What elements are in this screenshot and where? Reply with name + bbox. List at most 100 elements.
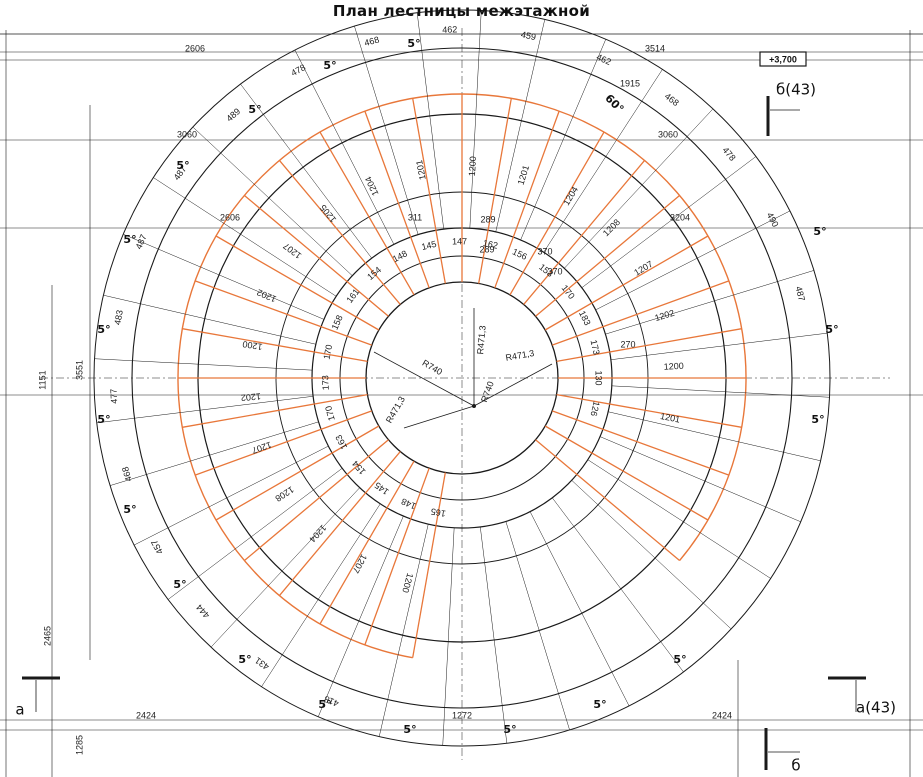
step-angle-label: 5° [593,698,606,711]
radius-label: R471,3 [475,325,487,355]
level-mark-box [759,51,807,67]
vertical-dimension-label: 2465 [42,626,52,646]
radial-leader [210,487,360,648]
overall-dimension-label: 3204 [670,212,690,222]
tread-line [551,280,730,346]
overall-dimension-label: 1272 [452,710,472,720]
outer-chord-label: 468 [120,465,134,482]
tread-line [544,425,709,521]
tread-line [278,160,401,305]
tread-line [509,131,605,296]
overall-dimension-label: 2606 [220,212,240,222]
tread-line [494,110,560,289]
radial-leader [103,294,316,345]
tread-line [215,235,380,331]
step-length-label: 1200 [400,572,415,594]
tread-line [194,280,373,346]
outer-chord-label: 477 [108,388,119,404]
outer-chord-label: 487 [794,285,807,302]
radial-leader [167,468,343,600]
tread-lines [94,10,830,746]
inner-chord-label: 145 [420,239,437,252]
inner-chord-label: 165 [430,506,447,518]
step-angle-label: 5° [813,225,826,238]
tread-line [215,425,380,521]
tread-line [364,467,430,646]
radial-leader [469,10,482,229]
level-mark-text: +3,700 [769,54,797,64]
radius-pointer [473,363,553,407]
tread-line [278,451,401,596]
section-label: a [15,701,24,719]
section-label: б(43) [776,81,816,99]
overall-dimension-label: 1915 [620,78,640,88]
mid-chord-label: 270 [620,339,635,349]
overall-dimension-label: 3060 [658,129,678,139]
step-angle-label: 5° [811,413,824,426]
radial-leader [378,524,429,737]
vertical-dimension-label: 1151 [37,370,47,389]
radial-leader [240,83,372,259]
radial-leader [529,511,630,707]
radial-leader [133,445,329,546]
tread-edge-arc [177,93,463,659]
step-angle-label: 5° [323,59,336,72]
outer-chord-label: 468 [363,34,380,48]
tread-line [544,235,709,331]
stair-ring [131,47,793,709]
step-angle-label: 5° [173,578,186,591]
radial-leader [110,421,319,486]
inner-chord-label: 173 [589,339,602,356]
step-length-label: 1201 [414,159,428,181]
radial-leader [94,358,313,371]
overall-dimension-label: 3060 [177,129,197,139]
radial-leader [595,210,791,311]
radial-leader [610,332,828,360]
radial-leader [581,156,757,288]
radial-leader [611,385,830,398]
tread-line [364,110,430,289]
step-length-label: 1201 [659,411,681,425]
radius-label: R471,3 [505,348,535,363]
radial-leader [608,411,821,462]
step-angle-label: 5° [123,233,136,246]
radial-leader [261,503,381,687]
overall-dimension-label: 3514 [645,43,665,53]
radial-leader [495,19,546,232]
mid-chord-label: 370 [547,266,562,276]
radial-leader [505,521,570,730]
step-angle-label: 5° [97,413,110,426]
radial-leader [192,126,353,276]
radial-leader [294,49,395,245]
outer-chord-label: 459 [520,29,537,42]
outer-chord-label: 462 [442,24,457,35]
radial-leader [571,480,732,630]
inner-chord-label: 126 [589,400,602,417]
radius-pointer [403,405,475,429]
radial-leader [153,177,337,297]
tread-line [194,410,373,476]
radius-pointer [373,351,475,407]
radial-leader [552,497,684,673]
centre-point [472,404,476,408]
radial-leader [587,459,771,579]
step-length-label: 1200 [467,156,478,177]
radial-leader [480,526,508,744]
mid-chord-label: 289 [480,214,495,224]
mid-chord-label: 289 [479,244,494,254]
step-angle-label: 5° [318,698,331,711]
inner-chord-label: 173 [320,375,331,390]
step-angle-label: 5° [176,159,189,172]
radial-leader [354,26,419,235]
radial-leader [123,233,325,320]
step-angle-label: 5° [403,723,416,736]
tread-line [182,328,368,362]
inner-chord-label: 130 [594,370,604,385]
radial-leader [442,527,455,746]
outer-chord-label: 483 [112,309,124,326]
tread-line [478,98,512,284]
radial-leader [96,396,314,424]
vertical-dimension-label: 3551 [74,360,84,380]
